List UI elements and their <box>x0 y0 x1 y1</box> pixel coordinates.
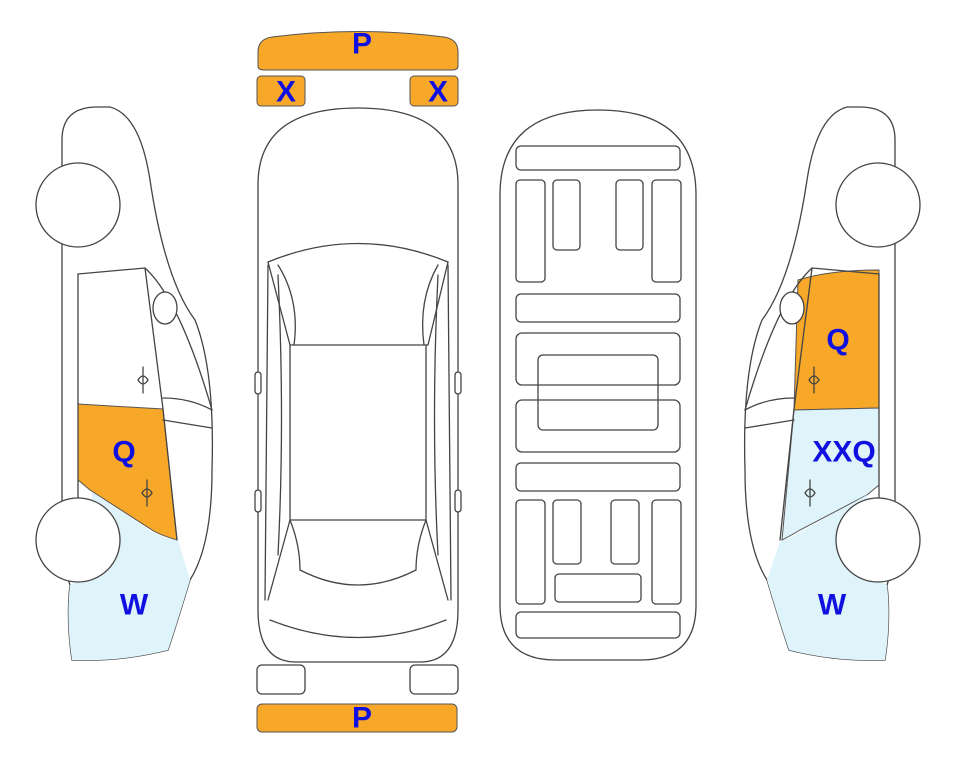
car-left-side-view: Q W <box>35 106 214 661</box>
right-taillight-part[interactable] <box>409 664 459 695</box>
car-right-side-view: Q XXQ W <box>743 106 921 661</box>
left-headlight-part[interactable] <box>256 75 306 107</box>
left-taillight-part[interactable] <box>256 664 306 695</box>
rear-bumper-label: P <box>352 702 372 735</box>
left-door-label: Q <box>112 436 135 469</box>
right-headlight-label: X <box>428 76 448 109</box>
left-headlight-label: X <box>276 76 296 109</box>
right-front-door-part[interactable] <box>793 269 880 411</box>
front-bumper-part[interactable] <box>257 31 459 71</box>
rear-parts: P <box>256 664 459 735</box>
car-underbody-view <box>499 109 697 661</box>
front-bumper-label: P <box>352 28 372 61</box>
right-front-door-label: Q <box>826 324 849 357</box>
left-sill-label: W <box>120 589 149 622</box>
right-sill-label: W <box>818 589 847 622</box>
right-rear-door-part[interactable] <box>781 407 880 541</box>
rear-bumper-part[interactable] <box>256 703 458 733</box>
right-headlight-part[interactable] <box>409 75 459 107</box>
car-top-view <box>254 107 462 663</box>
right-rear-door-label: XXQ <box>812 436 875 469</box>
front-parts: P X X <box>256 28 459 109</box>
